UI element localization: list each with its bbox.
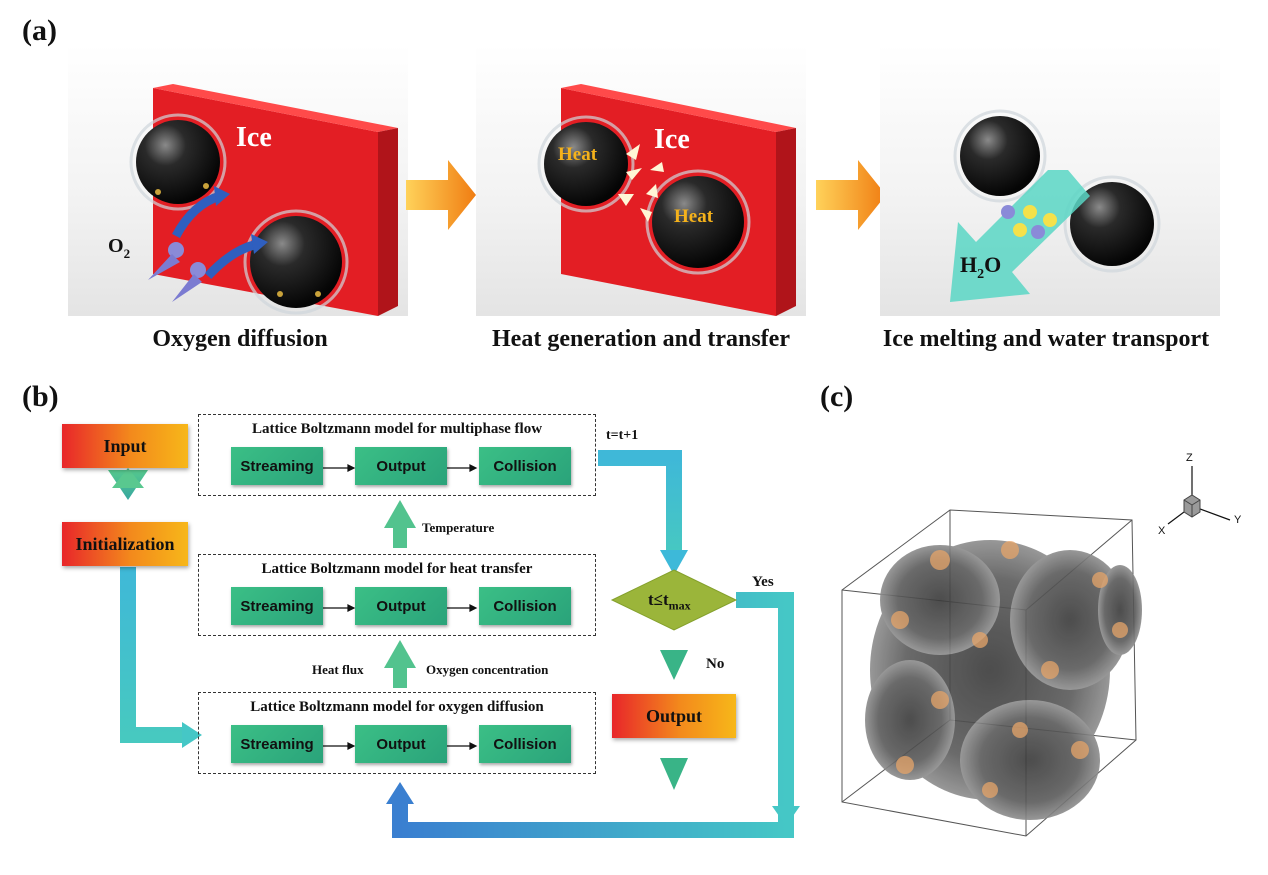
panel-c-label: (c) <box>820 380 854 413</box>
box-oxygen-diffusion: Lattice Boltzmann model for oxygen diffu… <box>198 692 596 774</box>
output-block: Output <box>612 694 736 738</box>
scene-ice-melting: H2O <box>880 44 1220 316</box>
ice-label-1: Ice <box>236 122 272 153</box>
yes-label: Yes <box>752 574 774 590</box>
axis-x-label: X <box>1158 525 1166 537</box>
scene-heat-generation: Ice Heat Heat <box>476 44 806 316</box>
temperature-label: Temperature <box>422 520 495 535</box>
caption-heat-generation: Heat generation and transfer <box>492 326 790 352</box>
heat-output: Output <box>355 587 447 625</box>
process-arrow-2 <box>816 160 886 230</box>
condition-label: t≤tmax <box>648 590 691 613</box>
oxygen-streaming: Streaming <box>231 725 323 763</box>
timestep-label: t=t+1 <box>606 428 639 443</box>
axis-triad <box>1167 466 1231 525</box>
arrow-temperature <box>384 500 416 528</box>
oxygen-concentration-label: Oxygen concentration <box>426 662 549 677</box>
no-label: No <box>706 656 725 672</box>
arrow-no <box>660 650 688 680</box>
heat-flux-label: Heat flux <box>312 662 364 677</box>
input-block: Input <box>62 424 188 468</box>
axis-y-label: Y <box>1234 514 1242 526</box>
initialization-block: Initialization <box>62 522 188 566</box>
oxygen-label: O2 <box>108 235 130 261</box>
condition-diamond <box>610 569 738 631</box>
arrow-heatflux <box>384 640 416 668</box>
multiphase-output: Output <box>355 447 447 485</box>
box-multiphase-flow: Lattice Boltzmann model for multiphase f… <box>198 414 596 496</box>
particles <box>891 541 1128 798</box>
box-heat-transfer: Lattice Boltzmann model for heat transfe… <box>198 554 596 636</box>
scene-heat-generation-illustration: Ice Heat Heat <box>537 84 796 316</box>
panel-b-label: (b) <box>22 380 59 413</box>
arrow-init-oxygen <box>120 567 186 743</box>
flowchart-connectors <box>108 450 800 838</box>
water-label: H2O <box>960 252 1001 282</box>
arrow-yes-loop <box>392 592 794 838</box>
porous-structure-render <box>841 509 1142 837</box>
box-oxygen-title: Lattice Boltzmann model for oxygen diffu… <box>250 699 544 715</box>
process-arrow-1 <box>406 160 476 230</box>
scene-oxygen-diffusion: Ice O2 <box>68 44 408 316</box>
box-multiphase-title: Lattice Boltzmann model for multiphase f… <box>251 421 543 437</box>
heat-label-1: Heat <box>558 144 598 165</box>
caption-ice-melting: Ice melting and water transport <box>882 326 1210 352</box>
axis-z-label: Z <box>1186 452 1193 464</box>
heat-collision: Collision <box>479 587 571 625</box>
box-heat-title: Lattice Boltzmann model for heat transfe… <box>261 561 533 577</box>
caption-oxygen-diffusion: Oxygen diffusion <box>152 326 328 352</box>
oxygen-collision: Collision <box>479 725 571 763</box>
heat-label-2: Heat <box>674 206 714 227</box>
multiphase-streaming: Streaming <box>231 447 323 485</box>
porous-mass <box>865 540 1142 820</box>
inner-arrows <box>323 464 478 750</box>
arrow-timestep <box>598 450 682 558</box>
ice-label-2: Ice <box>654 124 690 155</box>
panel-a-label: (a) <box>22 14 57 47</box>
scene-oxygen-diffusion-illustration: Ice O2 <box>108 84 398 316</box>
heat-streaming: Streaming <box>231 587 323 625</box>
oxygen-output: Output <box>355 725 447 763</box>
multiphase-collision: Collision <box>479 447 571 485</box>
scene-ice-melting-illustration: H2O <box>950 109 1161 302</box>
arrow-end <box>660 758 688 790</box>
